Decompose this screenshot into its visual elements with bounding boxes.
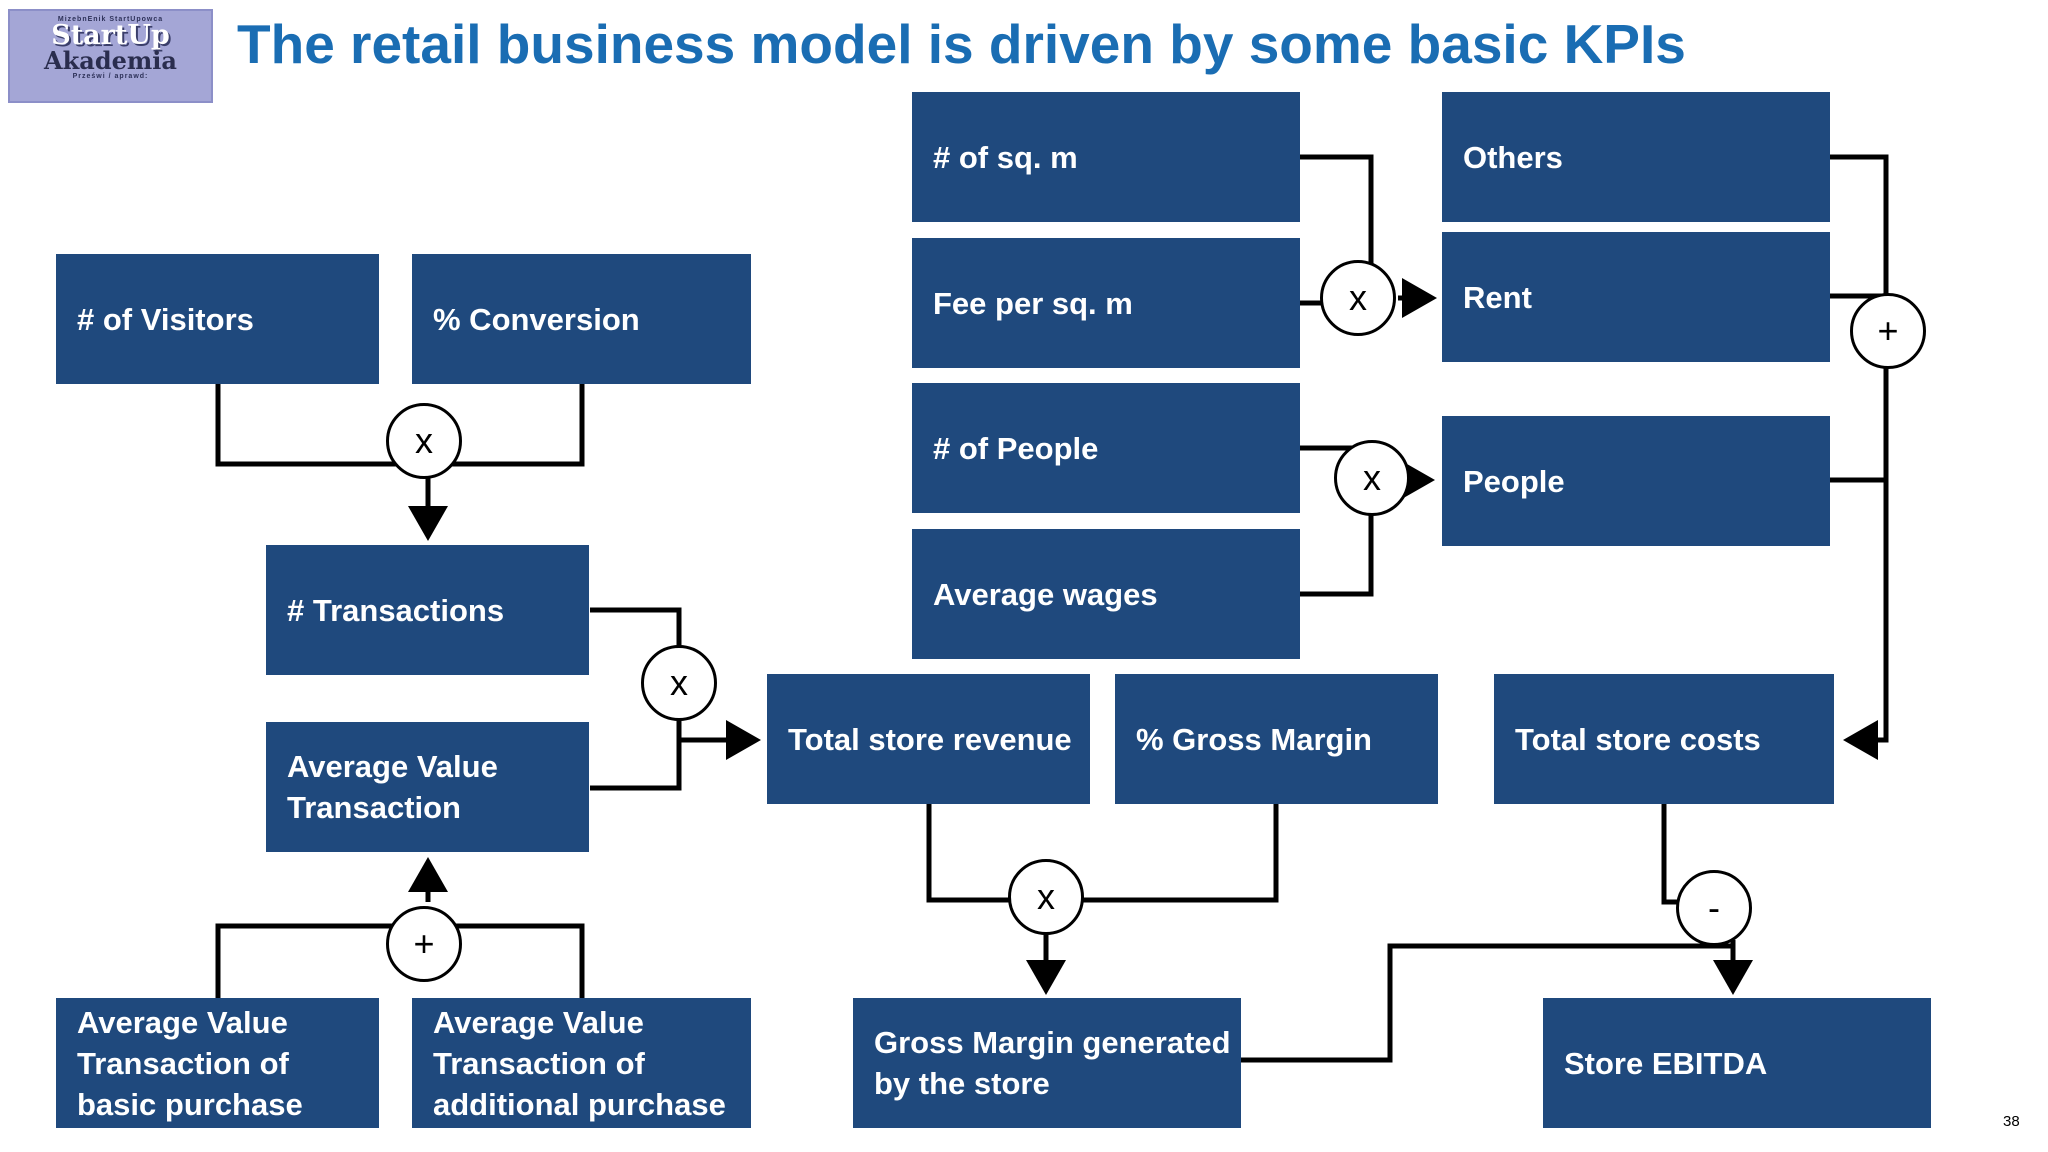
plus-operator-costs: +	[1850, 293, 1926, 369]
page-number: 38	[2003, 1113, 2020, 1130]
logo-small-bottom: Prześwi / aprawd:	[72, 73, 149, 80]
slide-title: The retail business model is driven by s…	[237, 13, 1686, 75]
box-conversion: % Conversion	[412, 254, 751, 384]
line-people-wages	[1300, 445, 1374, 597]
multiply-operator-rent: x	[1320, 260, 1396, 336]
box-gross-margin-pct: % Gross Margin	[1115, 674, 1438, 804]
box-transactions: # Transactions	[266, 545, 589, 675]
box-others: Others	[1442, 92, 1830, 222]
multiply-operator-transactions: x	[641, 645, 717, 721]
plus-operator-average: +	[386, 906, 462, 982]
box-average-value: Average Value Transaction	[266, 722, 589, 852]
minus-operator-ebitda: -	[1676, 870, 1752, 946]
box-store-ebitda: Store EBITDA	[1543, 998, 1931, 1128]
box-average-additional: Average Value Transaction of additional …	[412, 998, 751, 1128]
box-visitors: # of Visitors	[56, 254, 379, 384]
logo-line2: Akademia	[44, 46, 177, 75]
multiply-operator-gross-margin: x	[1008, 859, 1084, 935]
box-sq-m: # of sq. m	[912, 92, 1300, 222]
box-people-count: # of People	[912, 383, 1300, 513]
line-costs-sum	[1830, 154, 1889, 760]
multiply-operator-visitors: x	[386, 403, 462, 479]
box-average-basic: Average Value Transaction of basic purch…	[56, 998, 379, 1128]
box-total-store-costs: Total store costs	[1494, 674, 1834, 804]
logo-small-top: MizebnEnik StartUpowca	[57, 16, 164, 23]
line-gm-to-ebitda	[1240, 943, 1733, 1063]
startup-akademia-logo: MizebnEnik StartUpowca StartUp Akademia …	[8, 9, 213, 103]
box-fee-per-sq-m: Fee per sq. m	[912, 238, 1300, 368]
line-revenue-gm	[926, 804, 1279, 903]
box-total-store-revenue: Total store revenue	[767, 674, 1090, 804]
box-people: People	[1442, 416, 1830, 546]
box-average-wages: Average wages	[912, 529, 1300, 659]
box-rent: Rent	[1442, 232, 1830, 362]
multiply-operator-people: x	[1334, 440, 1410, 516]
logo-line1: StartUp	[51, 20, 170, 51]
box-gross-margin-generated: Gross Margin generated by the store	[853, 998, 1241, 1128]
